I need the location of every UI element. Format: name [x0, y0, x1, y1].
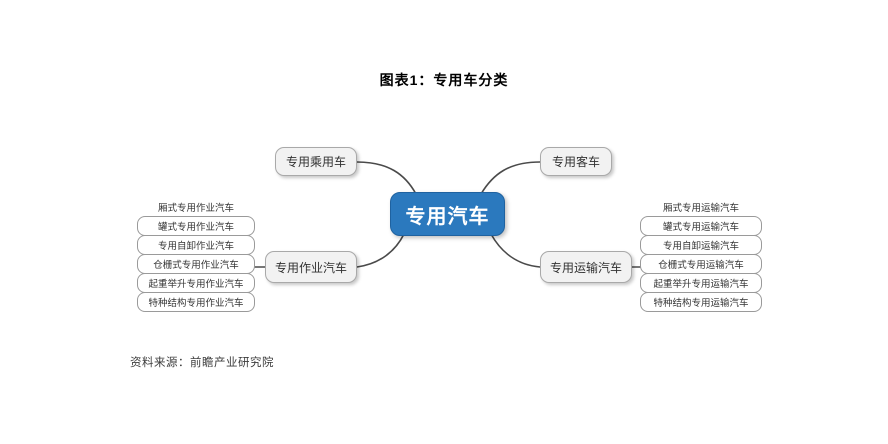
connector-center-to-transport	[490, 233, 541, 268]
transport-subtype-special-structure: 特种结构专用运输汽车	[640, 292, 762, 312]
work-subtype-dump: 专用自卸作业汽车	[137, 235, 255, 255]
work-subtype-tank: 罐式专用作业汽车	[137, 216, 255, 236]
transport-vehicle-subtypes: 厢式专用运输汽车 罐式专用运输汽车 专用自卸运输汽车 仓栅式专用运输汽车 起重举…	[640, 197, 762, 312]
connector-center-to-passenger	[356, 161, 417, 195]
data-source-note: 资料来源：前瞻产业研究院	[130, 357, 274, 369]
node-special-purpose-vehicle: 专用汽车	[390, 192, 505, 236]
work-subtype-special-structure: 特种结构专用作业汽车	[137, 292, 255, 312]
transport-subtype-tank: 罐式专用运输汽车	[640, 216, 762, 236]
node-special-bus: 专用客车	[540, 147, 612, 176]
work-subtype-lifting: 起重举升专用作业汽车	[137, 273, 255, 293]
node-special-work-vehicle: 专用作业汽车	[265, 251, 357, 283]
transport-subtype-lifting: 起重举升专用运输汽车	[640, 273, 762, 293]
chart-title: 图表1：专用车分类	[379, 72, 509, 88]
work-vehicle-subtypes: 厢式专用作业汽车 罐式专用作业汽车 专用自卸作业汽车 仓栅式专用作业汽车 起重举…	[137, 197, 255, 312]
node-special-transport-vehicle: 专用运输汽车	[540, 251, 632, 283]
transport-subtype-box-van: 厢式专用运输汽车	[662, 203, 739, 214]
transport-subtype-dump: 专用自卸运输汽车	[640, 235, 762, 255]
work-subtype-stake: 仓栅式专用作业汽车	[137, 254, 255, 274]
transport-subtype-stake: 仓栅式专用运输汽车	[640, 254, 762, 274]
connector-center-to-bus	[480, 161, 541, 195]
node-special-passenger-car: 专用乘用车	[275, 147, 357, 176]
work-subtype-box-van: 厢式专用作业汽车	[157, 203, 234, 214]
connector-center-to-work	[356, 233, 405, 268]
